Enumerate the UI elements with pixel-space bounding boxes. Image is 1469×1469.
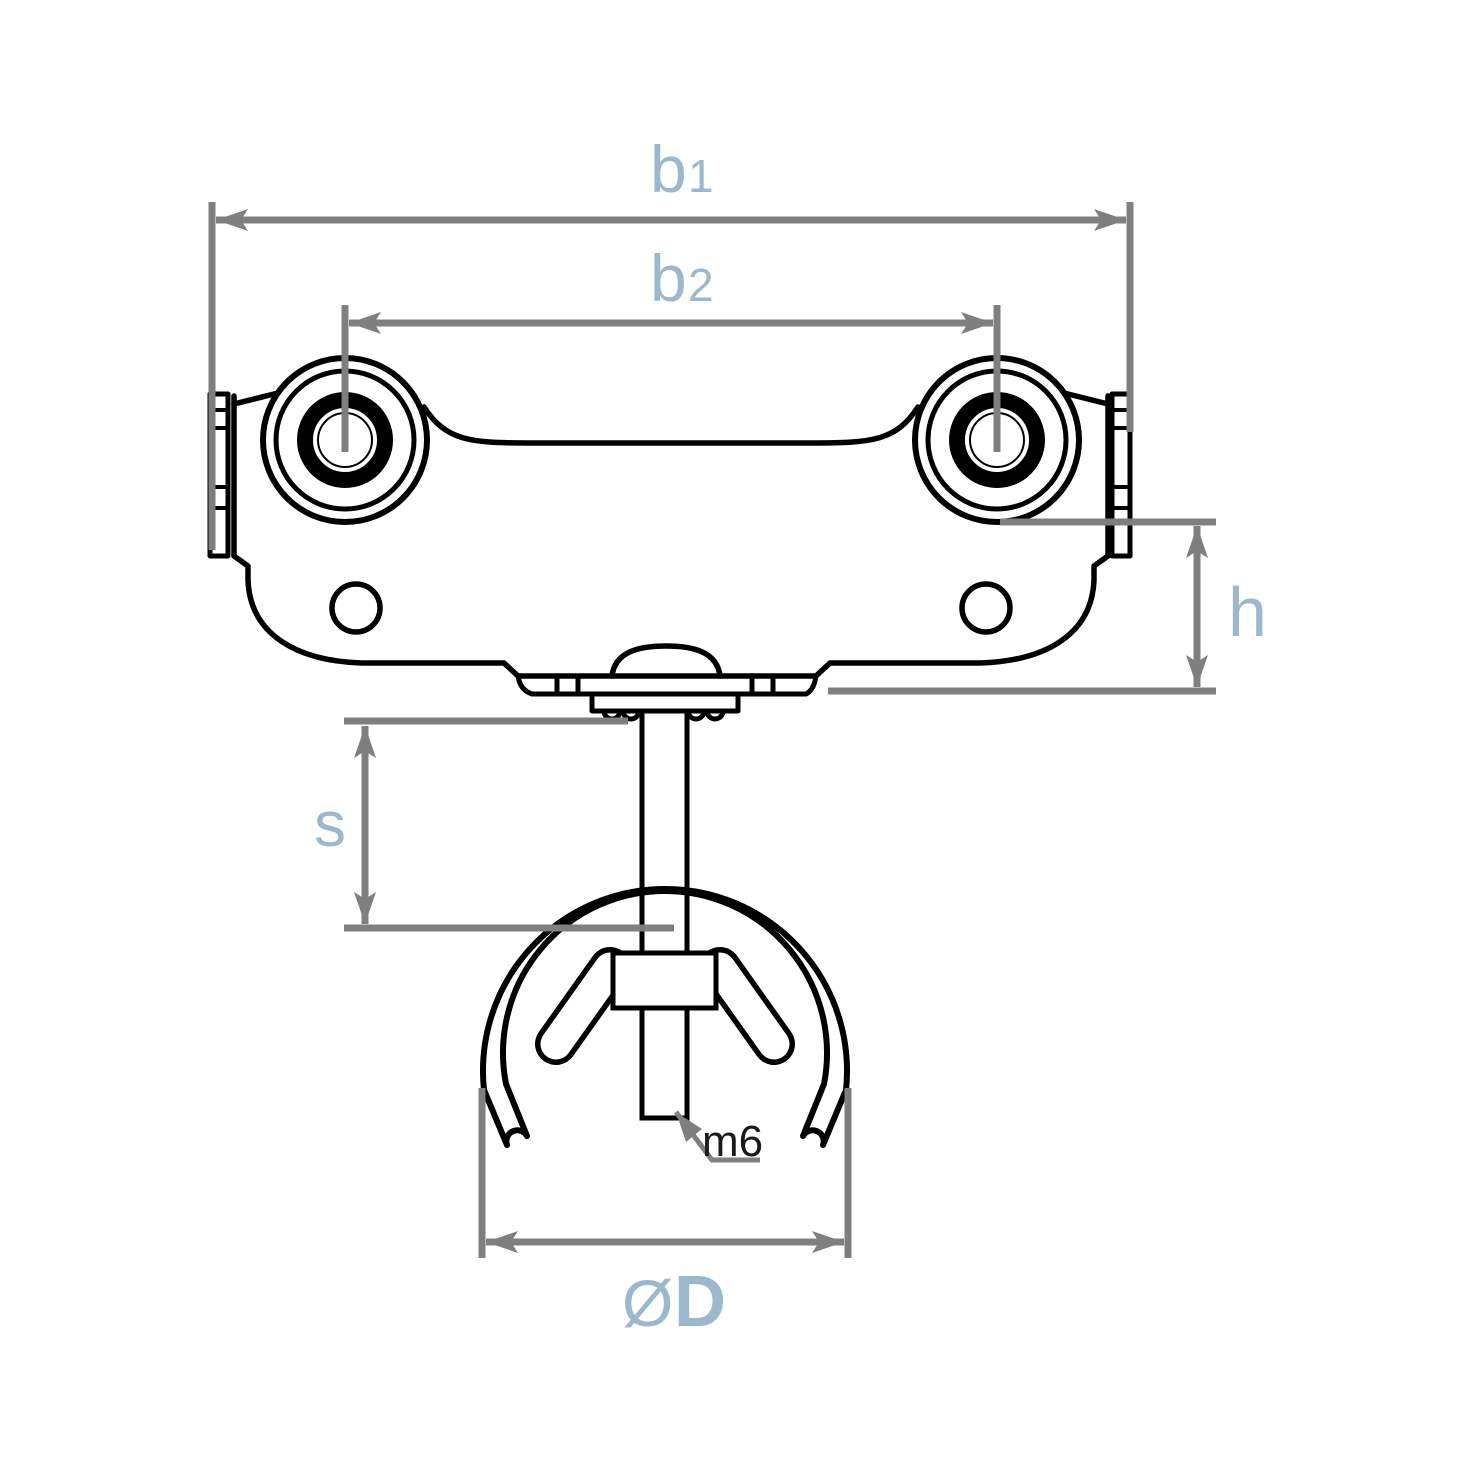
b2-arrow-left (349, 312, 381, 334)
wing-nut (535, 947, 795, 1065)
clamp-cup (480, 886, 850, 1148)
flange-block (589, 691, 741, 714)
d-arrow-left (486, 1231, 518, 1253)
stem-upper (639, 709, 690, 956)
s-label: s (314, 788, 346, 860)
dimension-b2: b 2 (341, 241, 1001, 452)
wing-left-fill (540, 952, 626, 1060)
b2-extension-lines (341, 305, 1001, 452)
b2-label-sub: 2 (688, 259, 714, 311)
mounting-hole-right (959, 581, 1013, 635)
d-label-main: D (674, 1262, 726, 1342)
h-arrow-bottom (1186, 655, 1208, 687)
dimension-diameter: Ø D (478, 1088, 852, 1342)
bracket-body (231, 390, 1111, 679)
d-extension-lines (478, 1088, 852, 1258)
dimension-b1: b 1 (208, 132, 1134, 550)
b2-arrow-right (961, 312, 993, 334)
rail-right-body (1109, 391, 1133, 559)
bracket-right-outline (813, 393, 1111, 679)
rail-profile-right (1109, 391, 1133, 559)
b1-extension-lines (208, 202, 1134, 550)
wing-nut-body (610, 950, 719, 1011)
wing-right-fill (704, 952, 790, 1060)
d-arrow-right (812, 1231, 844, 1253)
m6-leader-arrow (676, 1112, 702, 1142)
swivel-flange (515, 643, 819, 722)
h-arrow-top (1186, 526, 1208, 558)
h-extension-lines (828, 518, 1216, 695)
b1-label: b (650, 132, 687, 206)
b2-label: b (650, 241, 687, 315)
b1-arrow-right (1094, 209, 1126, 231)
flange-dividers (554, 673, 776, 697)
h-label: h (1228, 573, 1267, 651)
stem-lower (639, 1005, 690, 1121)
trolley-part (207, 355, 1133, 1148)
s-extension-lines (344, 717, 674, 932)
b1-label-sub: 1 (688, 150, 714, 202)
flange-bottom-line (515, 673, 819, 697)
s-arrow-bottom (354, 892, 376, 924)
s-arrow-top (354, 726, 376, 758)
bracket-top-left-edge (231, 390, 281, 407)
dimension-s: s (314, 717, 674, 932)
bracket-left-outline (231, 393, 521, 679)
bracket-top-right-edge (1061, 390, 1111, 407)
dimension-h: h (828, 518, 1267, 695)
bracket-top-edge (421, 404, 921, 446)
flange-dome (609, 643, 723, 679)
leader-m6: m6 (674, 1110, 763, 1166)
mounting-hole-left (329, 581, 383, 635)
d-label-prefix: Ø (622, 1266, 673, 1340)
m6-label: m6 (702, 1117, 763, 1166)
b1-arrow-left (216, 209, 248, 231)
rail-left-ticks (208, 408, 230, 510)
rail-right-ticks (1110, 408, 1132, 510)
